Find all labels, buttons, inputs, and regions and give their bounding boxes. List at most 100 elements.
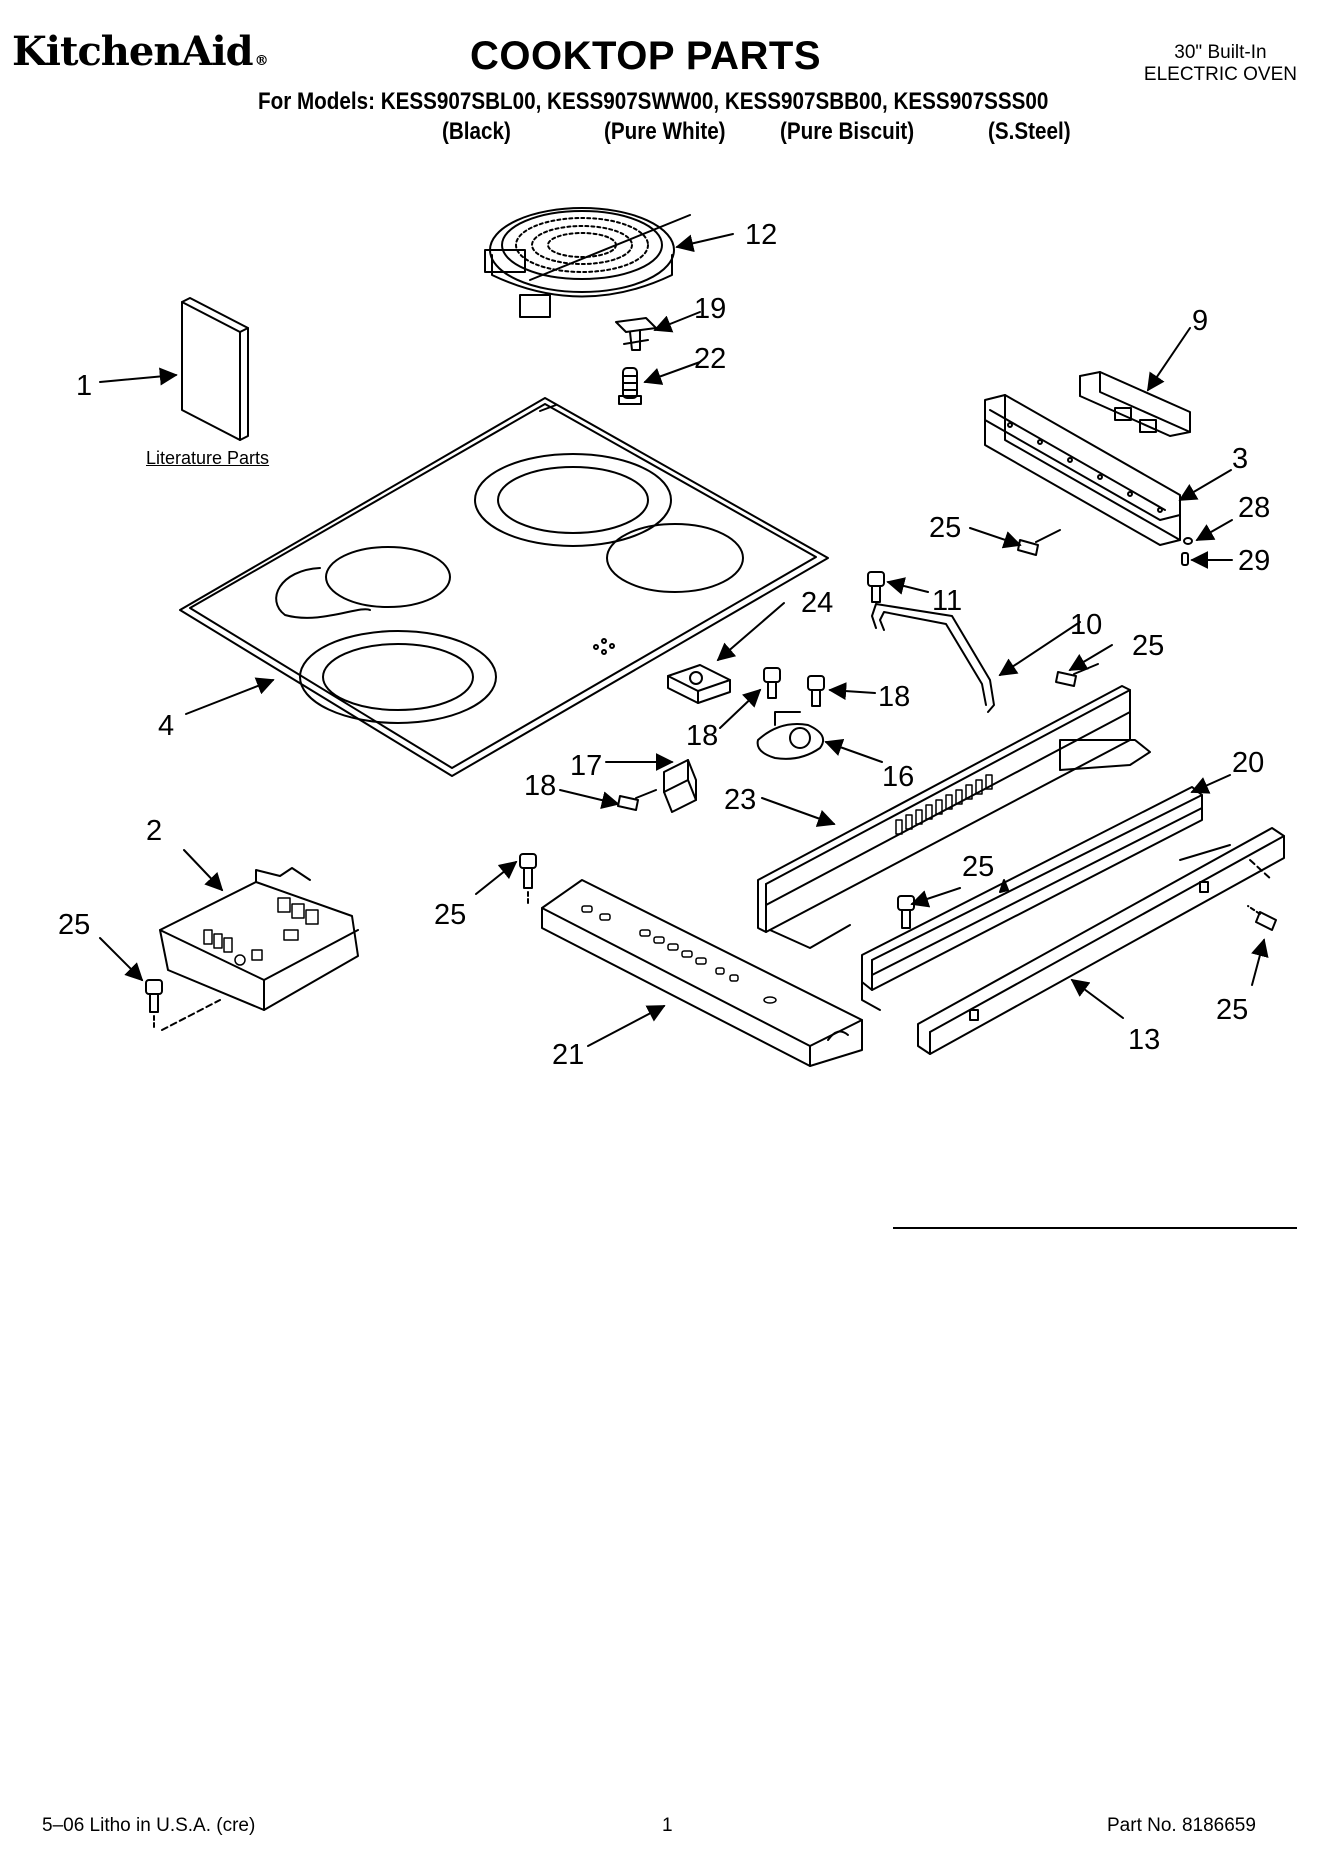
leader-10 xyxy=(998,621,1081,676)
footer-litho: 5–06 Litho in U.S.A. (cre) xyxy=(42,1815,256,1836)
leader-11 xyxy=(886,577,929,595)
leader-1 xyxy=(99,367,178,386)
callout-25-middle: 25 xyxy=(962,851,994,883)
product-type: 30" Built-In ELECTRIC OVEN xyxy=(1144,42,1297,86)
leader-12 xyxy=(675,233,734,253)
part-21-front-trim xyxy=(541,879,863,1067)
leader-28 xyxy=(1195,519,1233,541)
literature-parts-label: Literature Parts xyxy=(146,448,270,468)
part-19-clip xyxy=(615,317,657,351)
part-13-side-rail xyxy=(917,827,1285,1055)
leader-25-middle xyxy=(910,887,961,908)
part-3-rear-channel xyxy=(984,394,1181,546)
leader-16 xyxy=(824,738,883,763)
part-18-screw-a xyxy=(763,667,781,699)
part-25-screw-right xyxy=(1247,905,1277,931)
callout-24: 24 xyxy=(801,587,833,619)
part-number: Part No. 8186659 xyxy=(1107,1815,1256,1836)
callout-29: 29 xyxy=(1238,545,1270,577)
callout-25-upper: 25 xyxy=(1132,630,1164,662)
separator-line xyxy=(893,1227,1297,1229)
leader-25-upper xyxy=(1068,644,1113,671)
callout-17: 17 xyxy=(570,750,602,782)
part-25-screw-rear xyxy=(1017,529,1061,556)
part-4-cooktop-glass xyxy=(179,397,829,777)
callout-22: 22 xyxy=(694,343,726,375)
callout-16: 16 xyxy=(882,761,914,793)
callout-13: 13 xyxy=(1128,1024,1160,1056)
leader-13 xyxy=(1070,978,1124,1019)
page-title: COOKTOP PARTS xyxy=(470,34,821,78)
color-pure-white: (Pure White) xyxy=(604,118,726,145)
callout-18-b: 18 xyxy=(878,681,910,713)
product-type-line1: 30" Built-In xyxy=(1174,42,1267,63)
part-18-screw-b xyxy=(807,675,825,707)
product-type-line2: ELECTRIC OVEN xyxy=(1143,64,1297,85)
brand-logo: KitchenAid® xyxy=(12,28,269,75)
part-1-literature xyxy=(181,297,249,441)
part-22-screw xyxy=(618,367,642,405)
leader-3 xyxy=(1178,469,1232,501)
page-number: 1 xyxy=(662,1815,673,1836)
callout-25-left: 25 xyxy=(58,909,90,941)
brand-registered-mark: ® xyxy=(254,53,269,69)
color-pure-biscuit: (Pure Biscuit) xyxy=(780,118,915,145)
leader-24 xyxy=(716,602,785,662)
callout-11: 11 xyxy=(932,585,962,617)
callout-12: 12 xyxy=(745,219,777,251)
leader-25-front xyxy=(475,860,518,895)
leader-21 xyxy=(587,1005,666,1047)
leader-18a xyxy=(719,688,762,729)
callout-9: 9 xyxy=(1192,305,1208,337)
color-stainless-steel: (S.Steel) xyxy=(988,118,1071,145)
part-17-bracket xyxy=(663,759,697,813)
callout-21: 21 xyxy=(552,1039,584,1071)
part-25-screw-middle xyxy=(897,895,915,929)
callout-25-right: 25 xyxy=(1216,994,1248,1026)
brand-name: KitchenAid xyxy=(12,28,254,75)
part-28-clip xyxy=(1183,537,1193,545)
callout-2: 2 xyxy=(146,815,162,847)
callout-19: 19 xyxy=(694,293,726,325)
models-line: For Models: KESS907SBL00, KESS907SWW00, … xyxy=(258,88,1049,115)
color-black: (Black) xyxy=(442,118,511,145)
callout-25-front: 25 xyxy=(434,899,466,931)
leader-25-right xyxy=(1251,938,1269,986)
leader-23 xyxy=(761,797,836,827)
part-12-radiant-element xyxy=(484,207,691,318)
leader-4 xyxy=(185,677,275,715)
part-24-switch xyxy=(667,664,731,704)
callout-18-a: 18 xyxy=(686,720,718,752)
part-20-channel xyxy=(861,786,1203,1011)
leader-18c xyxy=(559,789,620,809)
leader-19 xyxy=(653,311,701,333)
leader-2 xyxy=(183,849,224,892)
callout-10: 10 xyxy=(1070,609,1102,641)
part-16-limiter xyxy=(756,711,824,760)
part-25-screw-front xyxy=(519,853,537,905)
part-2-control-board xyxy=(159,867,359,1011)
part-29-pin xyxy=(1181,552,1189,566)
part-25-screw-left xyxy=(145,979,221,1031)
leader-25-left xyxy=(99,937,144,982)
callout-4: 4 xyxy=(158,710,174,742)
part-23-front-manifold xyxy=(757,685,1151,949)
callout-25-rear: 25 xyxy=(929,512,961,544)
leader-25-rear xyxy=(969,527,1022,549)
callout-18-c: 18 xyxy=(524,770,556,802)
callout-1: 1 xyxy=(76,370,92,402)
leader-18b xyxy=(828,682,876,701)
part-11-screw xyxy=(867,571,885,603)
callout-3: 3 xyxy=(1232,443,1248,475)
callout-20: 20 xyxy=(1232,747,1264,779)
part-18-screw-c xyxy=(617,789,657,811)
callout-23: 23 xyxy=(724,784,756,816)
leader-22 xyxy=(643,361,701,385)
leader-20 xyxy=(1190,774,1231,794)
part-9-bracket xyxy=(1079,371,1191,437)
part-25-screw-upper xyxy=(1055,663,1099,687)
callout-28: 28 xyxy=(1238,492,1270,524)
leader-9 xyxy=(1146,327,1191,392)
part-10-rod xyxy=(871,603,995,713)
